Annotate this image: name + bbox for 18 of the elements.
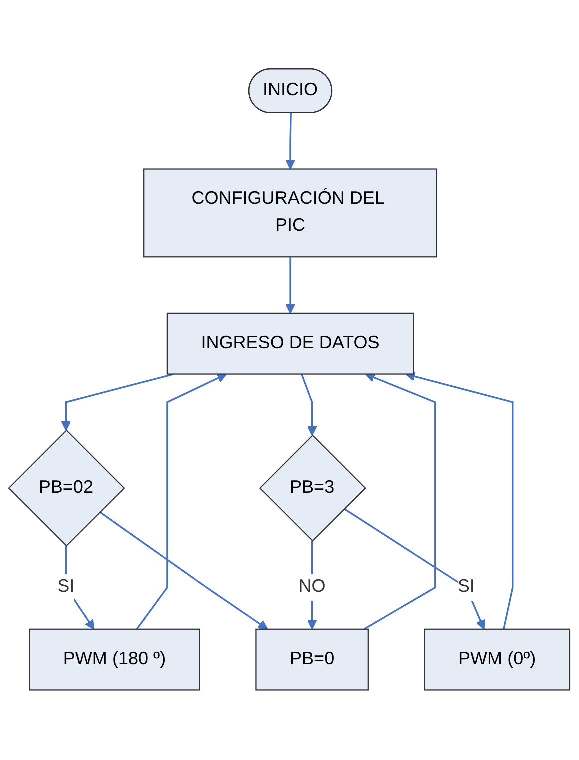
arrow: [286, 258, 296, 314]
node-diamond: PB=3: [259, 435, 366, 542]
node-box: PB=0: [256, 629, 369, 692]
node-box: PWM (0º): [424, 629, 571, 692]
node-diamond: PB=02: [8, 430, 126, 548]
arrow: [364, 373, 436, 630]
arrow: [136, 374, 228, 630]
arrow: [301, 374, 318, 436]
arrow: [406, 372, 514, 630]
arrow: [286, 114, 296, 170]
edge-label: SI: [458, 578, 475, 598]
node-box: PWM (180 º): [29, 629, 200, 692]
edge-label: NO: [298, 578, 326, 598]
edge-label: SI: [58, 578, 75, 598]
node-box: INGRESO DE DATOS: [166, 313, 414, 376]
arrow: [344, 508, 486, 630]
node-box: CONFIGURACIÓN DEL PIC: [144, 169, 438, 258]
arrow: [100, 512, 268, 630]
